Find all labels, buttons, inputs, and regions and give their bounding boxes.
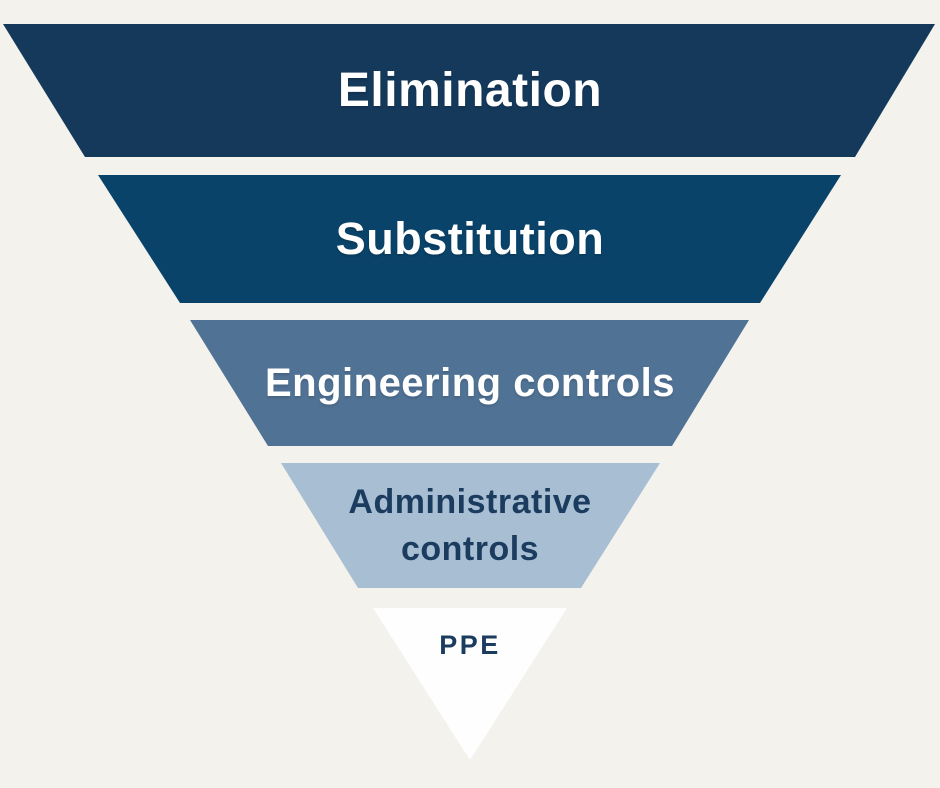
funnel-level-elimination: Elimination bbox=[3, 24, 935, 157]
funnel-level-substitution: Substitution bbox=[98, 175, 841, 303]
funnel-level-administrative-controls: Administrative controls bbox=[281, 463, 660, 588]
funnel-level-label: Engineering controls bbox=[264, 360, 676, 405]
funnel-level-label: Substitution bbox=[335, 213, 605, 264]
funnel-level-engineering-controls: Engineering controls bbox=[190, 320, 749, 446]
funnel-level-ppe: PPE bbox=[373, 608, 567, 760]
funnel-level-label: Elimination bbox=[337, 64, 603, 117]
funnel-level-label: PPE bbox=[439, 630, 501, 660]
funnel-level-label: Administrative controls bbox=[348, 482, 592, 568]
